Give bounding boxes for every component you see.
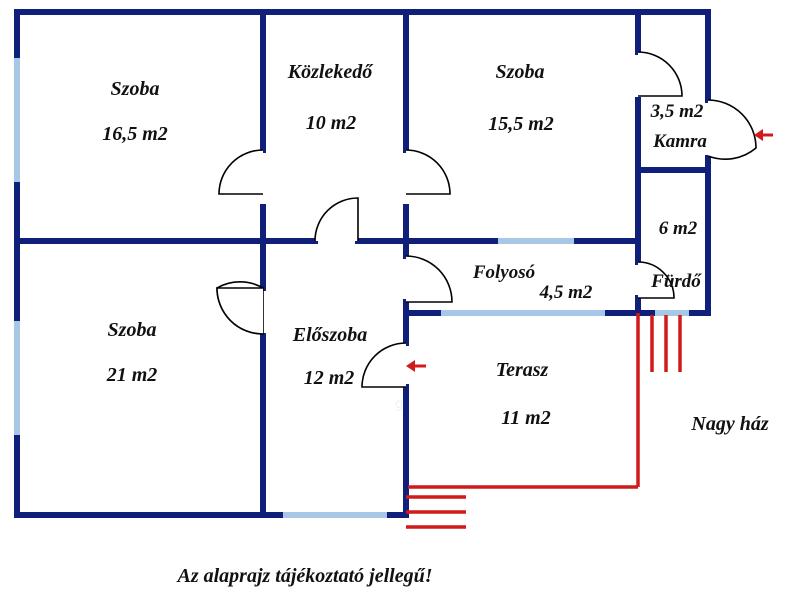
room-area-terasz: 11 m2	[501, 407, 550, 429]
door-furdo	[637, 261, 675, 299]
room-area-folyoso: 4,5 m2	[539, 282, 593, 303]
door-kamra-outside	[707, 99, 757, 160]
watermark: g	[395, 397, 403, 412]
door-entrance-eloszoba	[361, 342, 407, 388]
door-szoba-top-left	[218, 149, 264, 195]
disclaimer-text: Az alaprajz tájékoztató jellegű!	[175, 565, 432, 587]
room-name-kamra: Kamra	[652, 131, 707, 152]
room-area-szoba-bottom-left: 21 m2	[106, 364, 158, 386]
room-name-kozlekedo: Közlekedő	[287, 61, 374, 83]
door-kamra-inner	[637, 51, 683, 97]
walls	[14, 9, 711, 518]
room-area-szoba-top-right: 15,5 m2	[488, 113, 554, 135]
door-szoba-bottom-left	[216, 287, 264, 335]
door-kozlekedo-eloszoba	[314, 197, 359, 242]
doors	[216, 51, 757, 388]
nagy-haz-label: Nagy ház	[690, 413, 768, 435]
room-area-furdo: 6 m2	[659, 218, 698, 239]
room-area-eloszoba: 12 m2	[304, 367, 355, 389]
room-area-kamra: 3,5 m2	[650, 101, 704, 122]
arrow-left-icon	[406, 360, 426, 372]
room-area-szoba-top-left: 16,5 m2	[102, 123, 168, 145]
room-name-terasz: Terasz	[496, 359, 549, 381]
room-area-kozlekedo: 10 m2	[306, 112, 357, 134]
room-name-eloszoba: Előszoba	[292, 324, 367, 346]
room-name-folyoso: Folyosó	[472, 262, 535, 283]
terrace-outline	[406, 313, 682, 529]
door-folyoso	[405, 255, 453, 303]
room-name-szoba-bottom-left: Szoba	[108, 319, 157, 341]
room-name-szoba-top-right: Szoba	[496, 61, 545, 83]
arrow-left-icon	[754, 129, 773, 141]
windows	[14, 55, 692, 518]
room-name-furdo: Fürdő	[650, 271, 702, 292]
door-szoba-top-right	[405, 149, 451, 195]
room-name-szoba-top-left: Szoba	[111, 78, 160, 100]
